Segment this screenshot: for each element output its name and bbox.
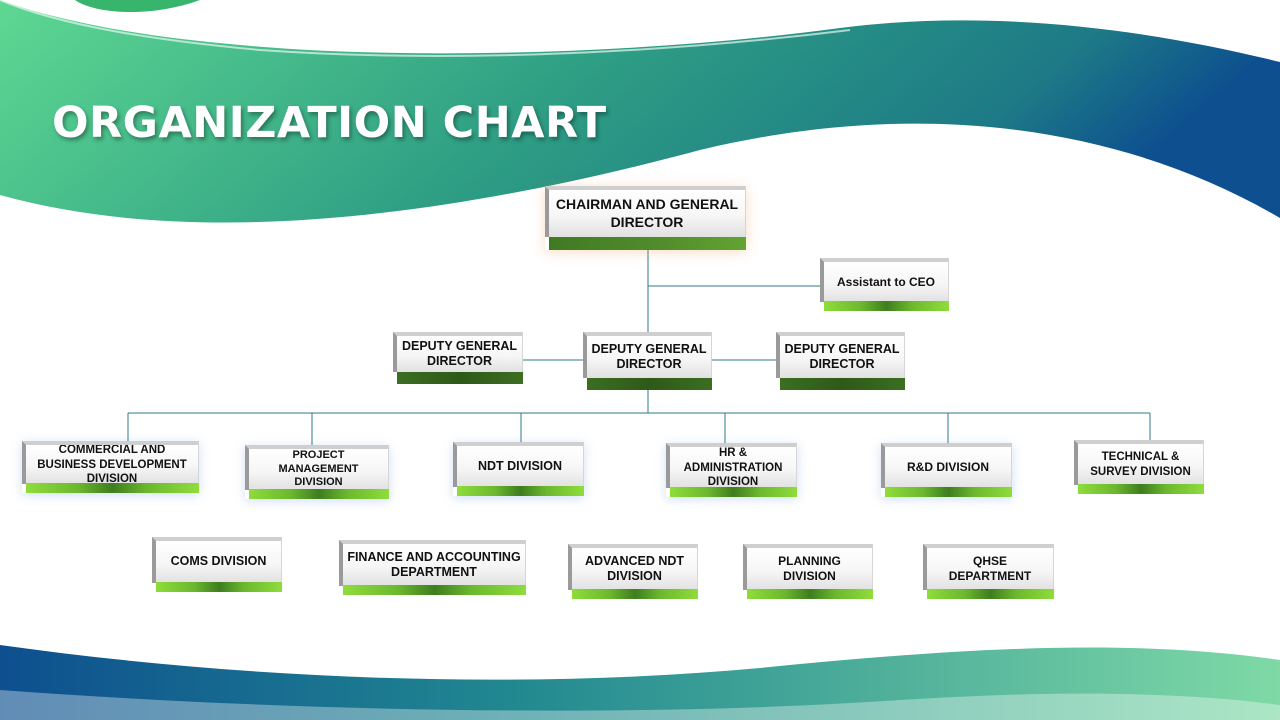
- node-label: PLANNING DIVISION: [778, 554, 841, 583]
- node-label: Assistant to CEO: [836, 274, 935, 289]
- node-division-project-management: PROJECT MANAGEMENT DIVISION: [245, 445, 389, 499]
- node-division-commercial: COMMERCIAL AND BUSINESS DEVELOPMENT DIVI…: [22, 441, 199, 493]
- node-label: QHSE DEPARTMENT: [948, 554, 1032, 583]
- node-division-hr: HR & ADMINISTRATION DIVISION: [666, 443, 797, 497]
- node-label: FINANCE AND ACCOUNTING DEPARTMENT: [347, 549, 521, 579]
- node-bar: [549, 237, 746, 250]
- node-bar: [343, 585, 526, 595]
- node-division-technical-survey: TECHNICAL & SURVEY DIVISION: [1074, 440, 1204, 494]
- node-bar: [824, 301, 949, 311]
- bottom-wave-front: [0, 690, 1280, 720]
- node-label: HR & ADMINISTRATION DIVISION: [683, 447, 783, 488]
- node-label: TECHNICAL & SURVEY DIVISION: [1090, 451, 1191, 478]
- node-bar: [397, 372, 523, 384]
- node-bar: [1078, 484, 1204, 494]
- node-bar: [780, 378, 905, 390]
- node-label: DEPUTY GENERAL DIRECTOR: [784, 341, 900, 371]
- node-bar: [457, 486, 584, 496]
- node-bar: [249, 489, 389, 499]
- node-label: R&D DIVISION: [906, 460, 989, 475]
- node-division-planning: PLANNING DIVISION: [743, 544, 873, 599]
- node-division-ndt: NDT DIVISION: [453, 442, 584, 496]
- node-bar: [670, 487, 797, 497]
- node-assistant: Assistant to CEO: [820, 258, 949, 311]
- node-deputy-2: DEPUTY GENERAL DIRECTOR: [583, 332, 712, 390]
- node-label: NDT DIVISION: [477, 458, 563, 473]
- corner-leaf: [75, 0, 200, 13]
- node-bar: [927, 589, 1054, 599]
- top-wave-highlight: [0, 0, 851, 57]
- node-bar: [885, 487, 1012, 497]
- node-label: ADVANCED NDT DIVISION: [584, 553, 685, 583]
- bottom-wave: [0, 645, 1280, 720]
- node-label: CHAIRMAN AND GENERAL DIRECTOR: [555, 196, 739, 230]
- node-label: DEPUTY GENERAL DIRECTOR: [401, 338, 518, 368]
- node-bar: [26, 483, 199, 493]
- top-wave: [0, 0, 1280, 223]
- page-title: ORGANIZATION CHART: [52, 98, 607, 148]
- node-division-coms: COMS DIVISION: [152, 537, 282, 592]
- node-division-finance: FINANCE AND ACCOUNTING DEPARTMENT: [339, 540, 526, 595]
- node-division-rd: R&D DIVISION: [881, 443, 1012, 497]
- node-bar: [572, 589, 698, 599]
- node-label: DEPUTY GENERAL DIRECTOR: [591, 341, 707, 371]
- node-chairman: CHAIRMAN AND GENERAL DIRECTOR: [545, 186, 746, 250]
- node-bar: [587, 378, 712, 390]
- node-department-qhse: QHSE DEPARTMENT: [923, 544, 1054, 599]
- node-deputy-3: DEPUTY GENERAL DIRECTOR: [776, 332, 905, 390]
- node-division-advanced-ndt: ADVANCED NDT DIVISION: [568, 544, 698, 599]
- node-deputy-1: DEPUTY GENERAL DIRECTOR: [393, 332, 523, 384]
- node-bar: [156, 582, 282, 592]
- node-label: COMMERCIAL AND BUSINESS DEVELOPMENT DIVI…: [37, 444, 187, 484]
- node-label: COMS DIVISION: [170, 554, 267, 569]
- node-bar: [747, 589, 873, 599]
- node-label: PROJECT MANAGEMENT DIVISION: [278, 449, 359, 489]
